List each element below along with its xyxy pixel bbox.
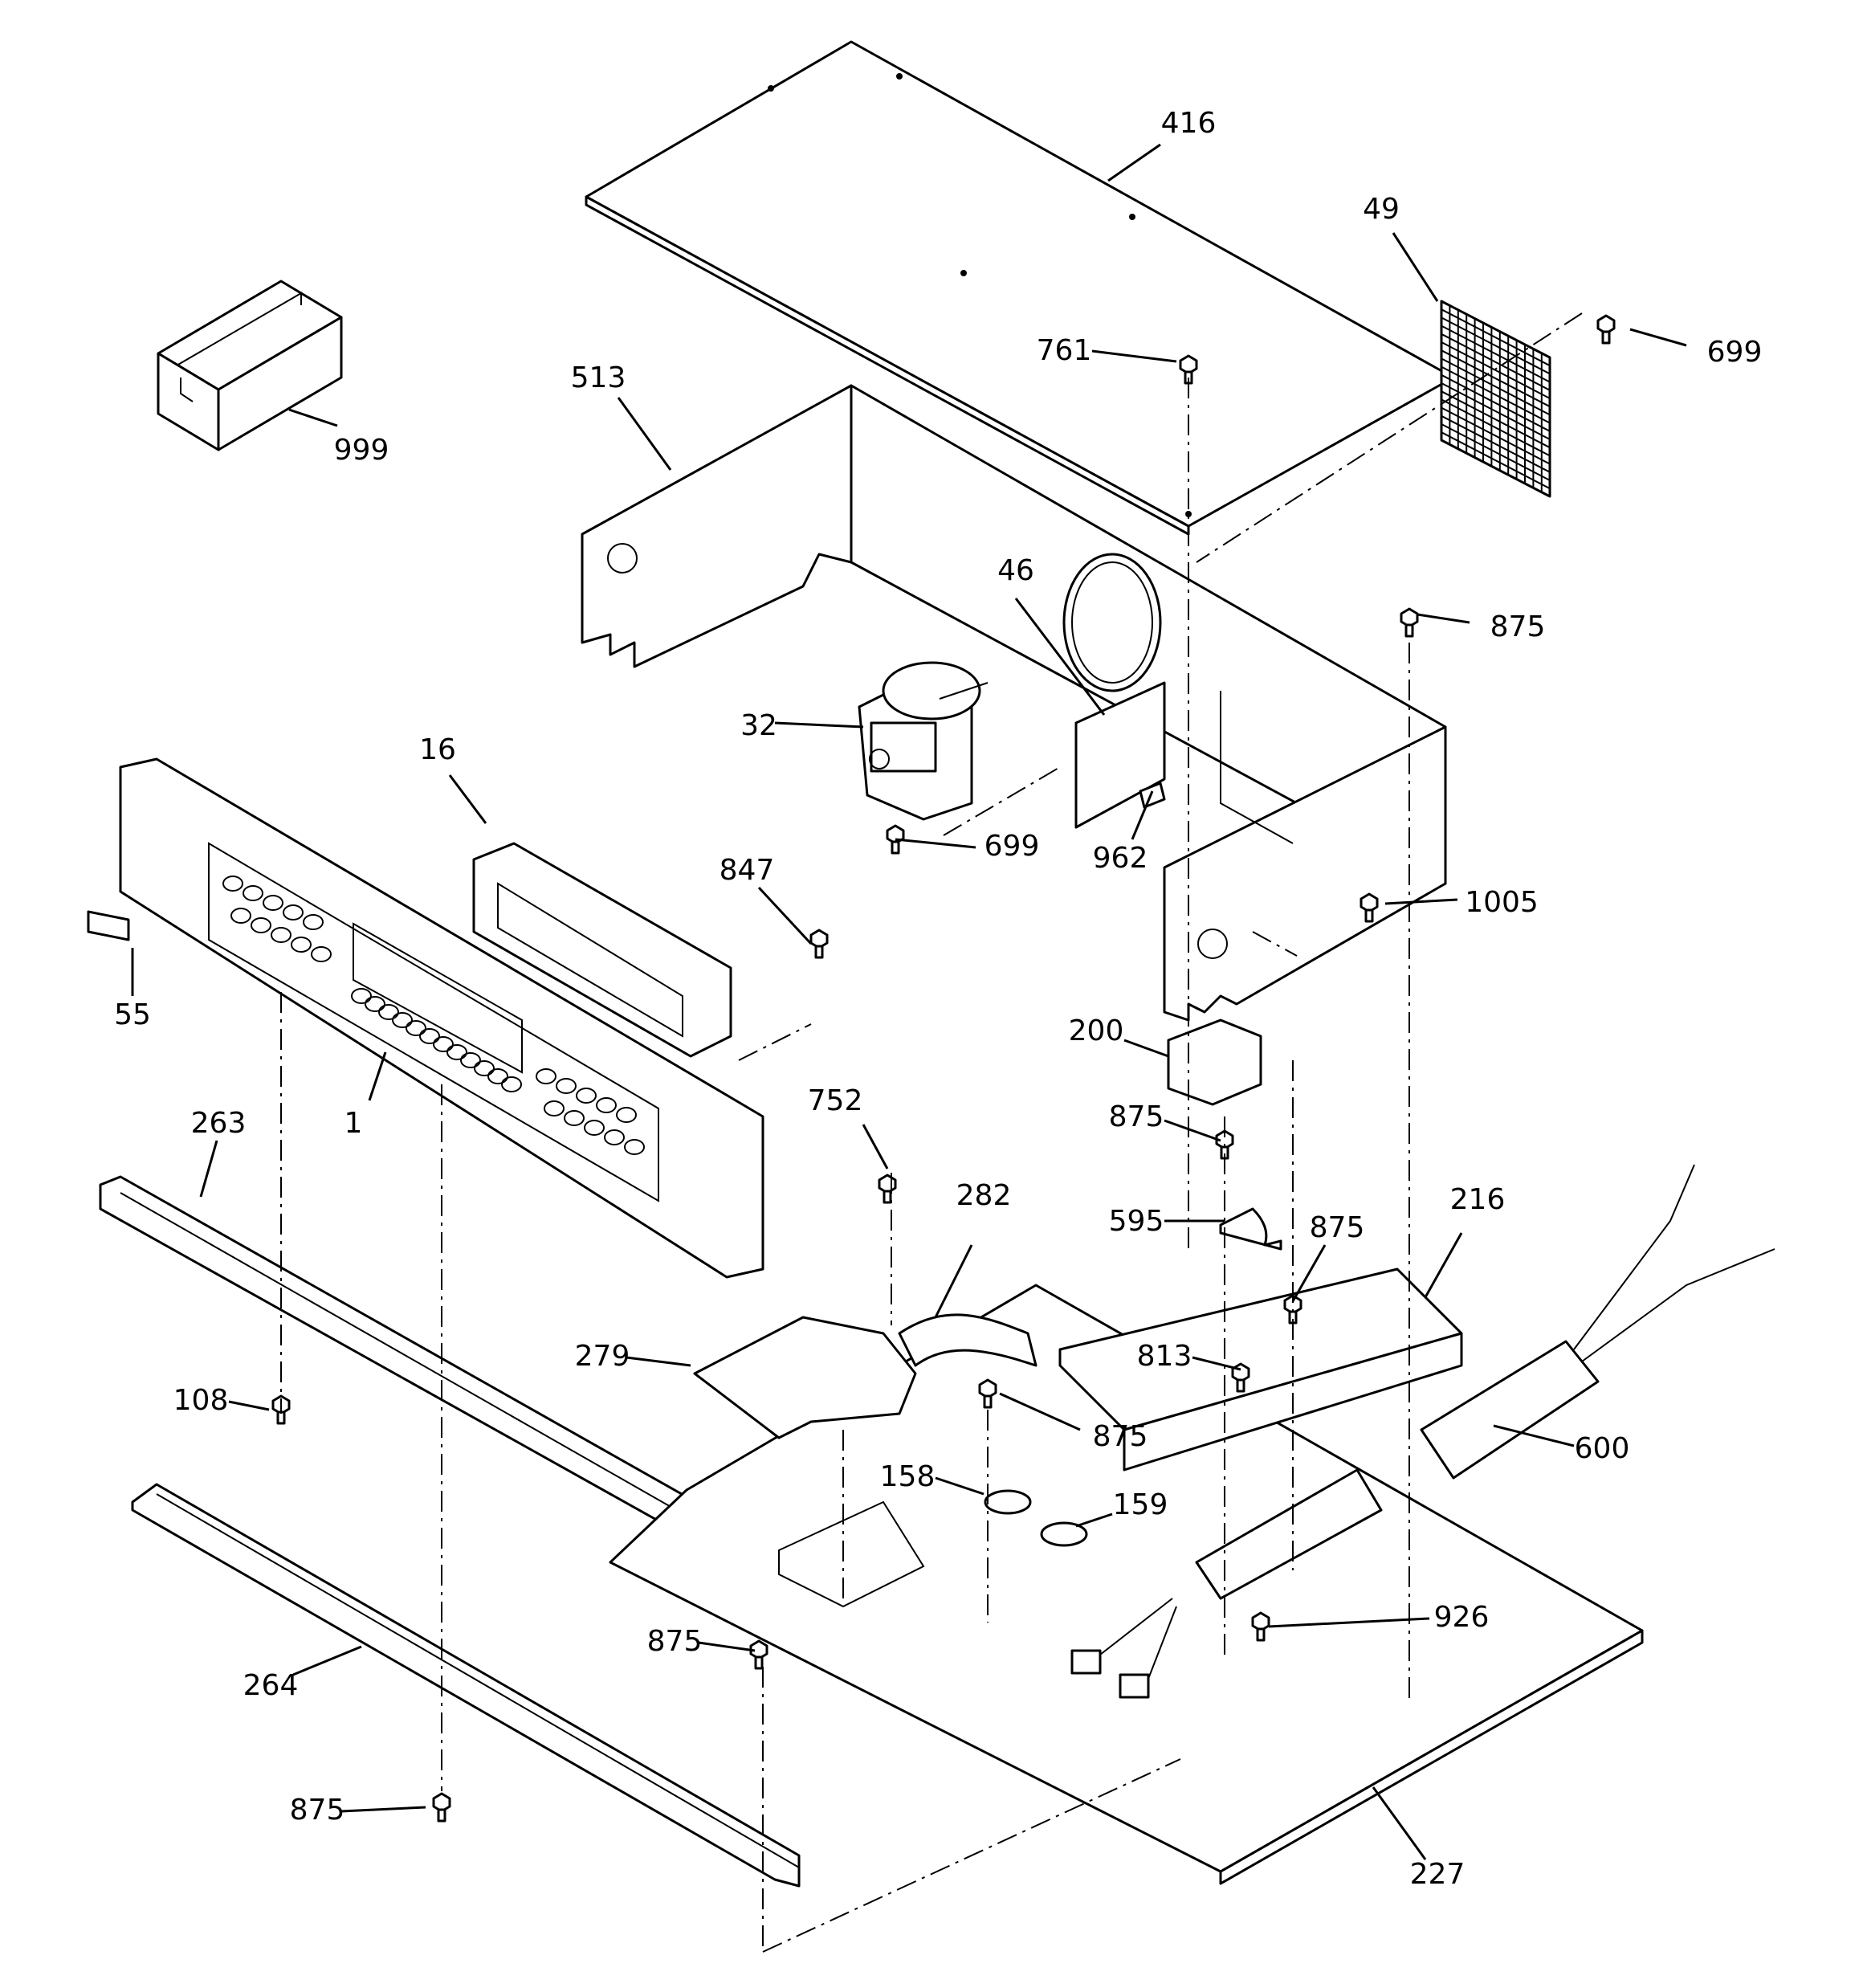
callout-108: 108 (173, 1384, 229, 1417)
literature-box (157, 280, 343, 451)
nameplate-badge (87, 910, 130, 941)
callout-875: 875 (1109, 1100, 1164, 1133)
callout-200: 200 (1069, 1014, 1124, 1047)
callout-1005: 1005 (1465, 886, 1539, 919)
callout-416: 416 (1161, 107, 1217, 140)
callout-16: 16 (419, 733, 456, 766)
callout-847: 847 (720, 854, 775, 887)
callout-49: 49 (1363, 193, 1400, 226)
callout-999: 999 (334, 434, 389, 467)
callout-282: 282 (956, 1179, 1012, 1212)
mesh-screen (1440, 300, 1551, 498)
callout-263: 263 (191, 1107, 247, 1140)
assembly-lines (280, 312, 1583, 1953)
top-cover-panel (585, 40, 1455, 536)
electronic-control (472, 842, 732, 1058)
callout-875: 875 (647, 1625, 703, 1658)
corrugated-conduit (1195, 1164, 1775, 1600)
clamp (1219, 1207, 1282, 1251)
callout-1: 1 (344, 1107, 363, 1140)
callout-600: 600 (1575, 1432, 1630, 1465)
lower-trim-bracket (131, 1483, 801, 1888)
air-duct (693, 1313, 1037, 1439)
callout-699: 699 (984, 830, 1040, 863)
callout-32: 32 (740, 709, 777, 742)
callout-926: 926 (1434, 1601, 1490, 1634)
callout-227: 227 (1410, 1858, 1466, 1891)
callout-55: 55 (114, 998, 151, 1031)
callout-159: 159 (1113, 1488, 1168, 1521)
callout-699: 699 (1707, 336, 1763, 369)
thermostat-159 (1040, 1521, 1088, 1547)
callouts: 416 49 699 761 513 999 46 875 32 16 699 … (114, 107, 1762, 1891)
callout-813: 813 (1137, 1340, 1192, 1373)
control-panel (119, 757, 764, 1279)
callout-761: 761 (1037, 334, 1092, 367)
base-panel (609, 1284, 1644, 1885)
callout-513: 513 (571, 361, 626, 394)
callout-875: 875 (290, 1794, 345, 1827)
callout-216: 216 (1450, 1183, 1506, 1216)
cabinet-wrapper (581, 384, 1447, 1022)
insulation-block (1167, 1018, 1262, 1106)
thermostat-158 (984, 1489, 1032, 1515)
callout-158: 158 (880, 1460, 936, 1493)
wire-harness-connectors (1070, 1598, 1177, 1699)
callout-595: 595 (1109, 1205, 1164, 1238)
callout-264: 264 (243, 1669, 299, 1702)
fan-motor (858, 661, 989, 821)
callout-279: 279 (575, 1340, 630, 1373)
callout-875: 875 (1490, 610, 1546, 643)
callout-875: 875 (1093, 1420, 1148, 1453)
leader-lines (131, 143, 1687, 1860)
callout-962: 962 (1093, 842, 1148, 875)
callout-875: 875 (1310, 1211, 1365, 1244)
control-board (1074, 681, 1166, 829)
callout-752: 752 (808, 1084, 863, 1117)
callout-46: 46 (997, 554, 1034, 587)
